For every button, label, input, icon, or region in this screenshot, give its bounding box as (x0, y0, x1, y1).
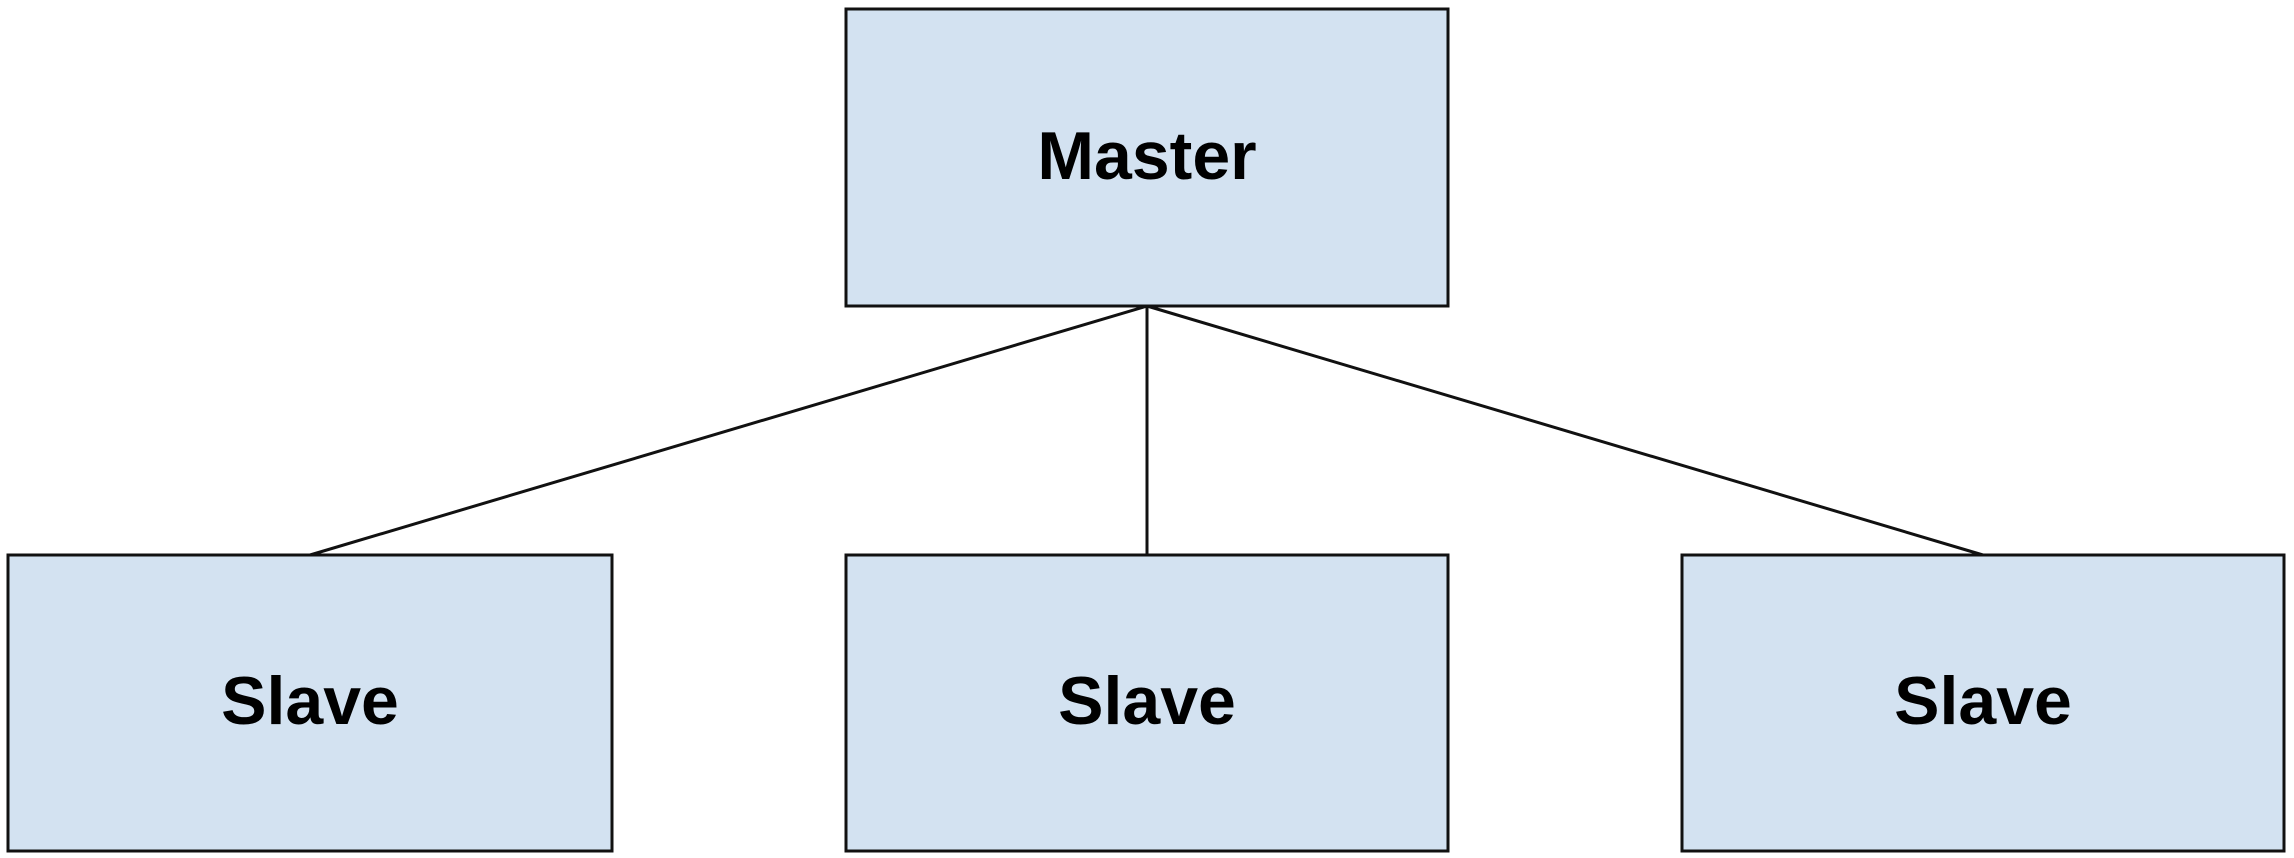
slave-node-3: Slave (1680, 553, 2286, 853)
slave-node-2: Slave (844, 553, 1450, 853)
master-node: Master (844, 7, 1450, 308)
master-node-label: Master (1037, 118, 1256, 194)
edge-master-slave-3 (1146, 304, 1984, 557)
slave-node-2-box (844, 553, 1450, 853)
slave-node-3-label: Slave (1894, 663, 2072, 739)
master-node-box (844, 7, 1450, 308)
slave-node-3-box (1680, 553, 2286, 853)
slave-node-2-label: Slave (1058, 663, 1236, 739)
slave-node-1-box (6, 553, 614, 853)
slave-node-1-label: Slave (221, 663, 399, 739)
edge-master-slave-1 (309, 304, 1148, 557)
slave-node-1: Slave (6, 553, 614, 853)
